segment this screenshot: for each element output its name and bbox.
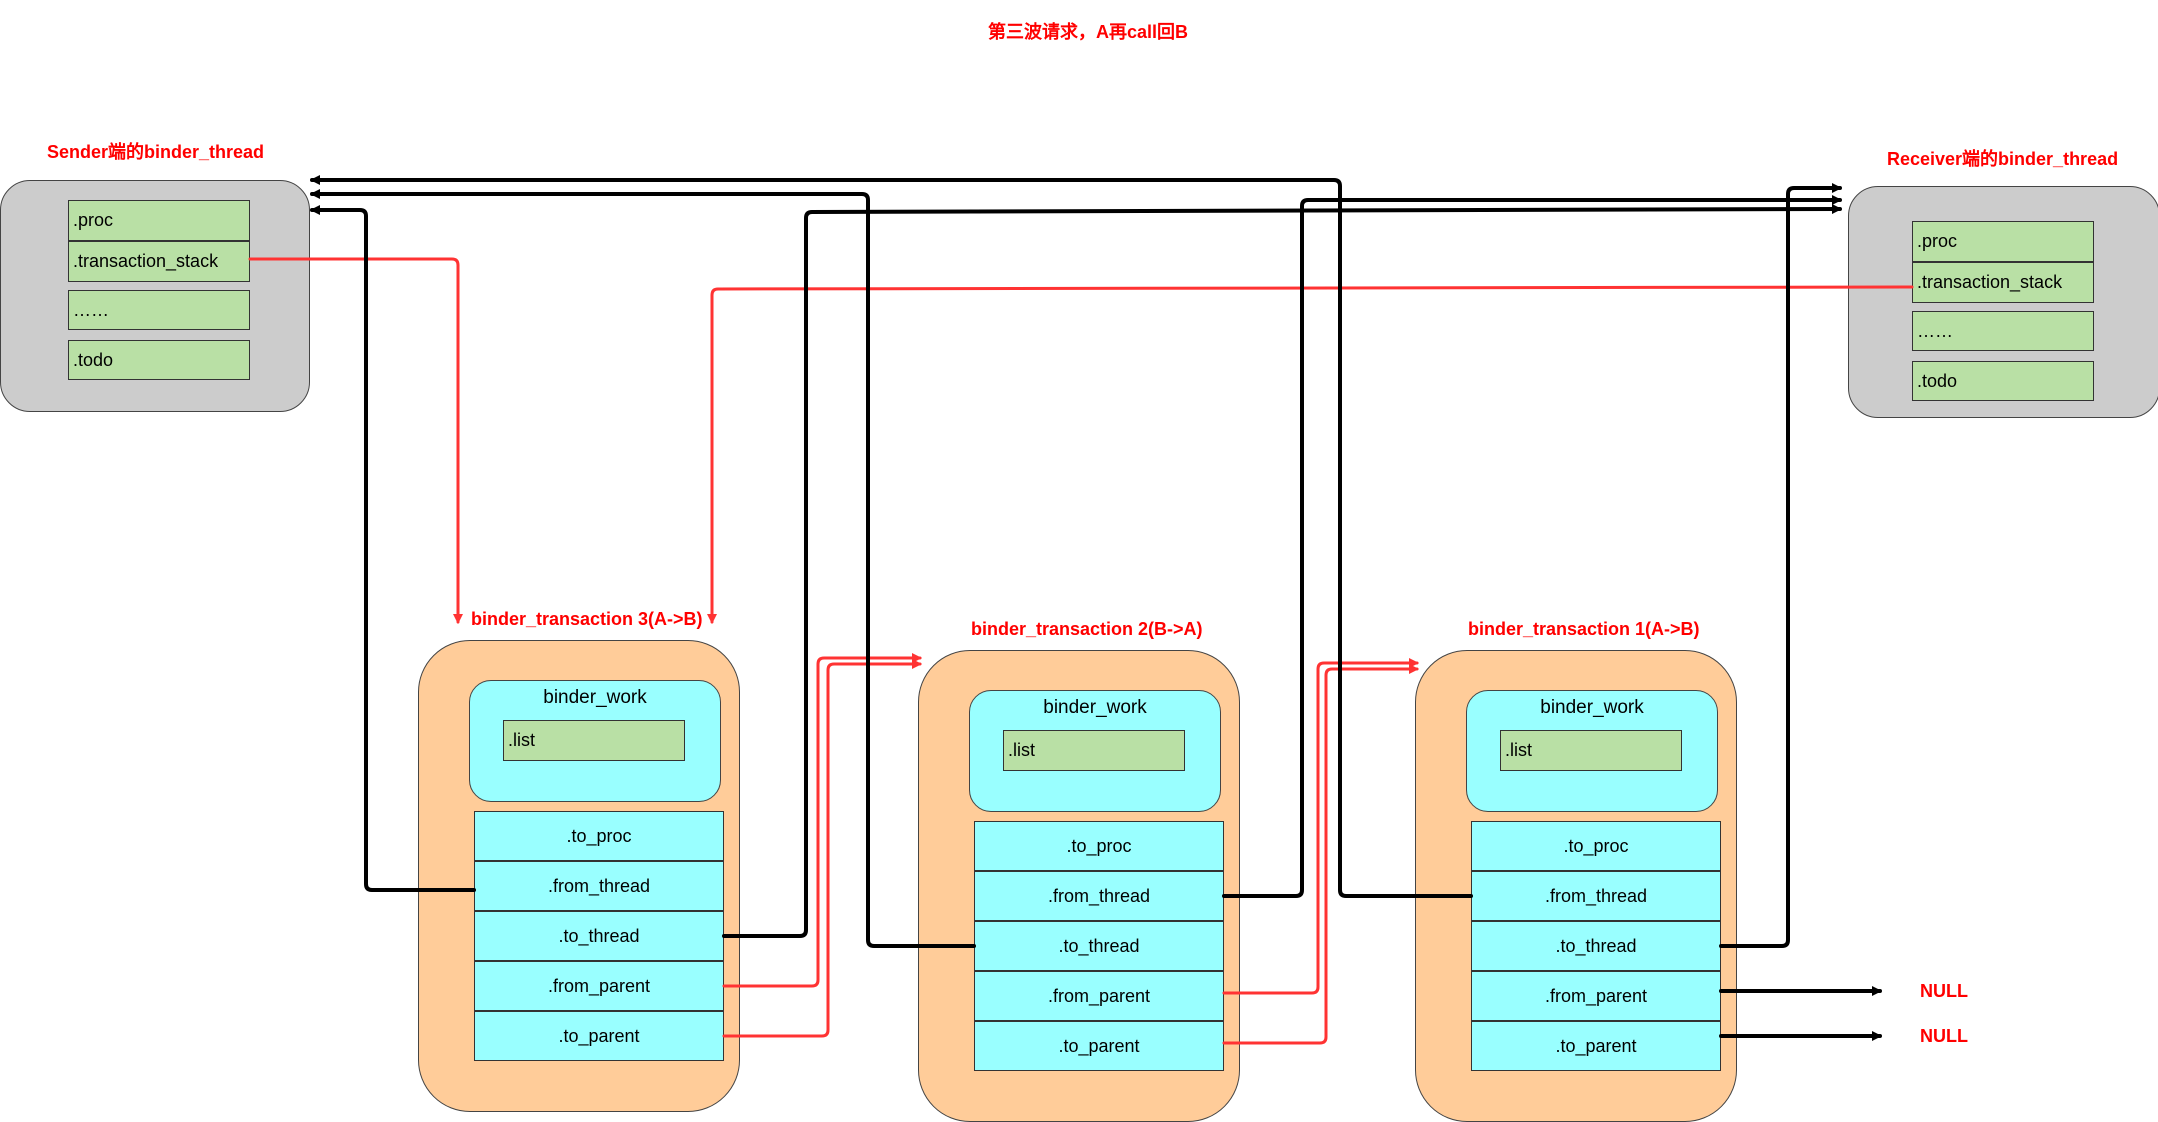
transaction-1-field-from-parent: .from_parent <box>1471 971 1721 1021</box>
sender-field-proc: .proc <box>68 200 250 241</box>
sender-field-todo: .todo <box>68 340 250 380</box>
transaction-1-binder-work-title: binder_work <box>1540 697 1644 718</box>
transaction-2-list-field: .list <box>1003 730 1185 771</box>
transaction-1-list-field: .list <box>1500 730 1682 771</box>
transaction-3-label: binder_transaction 3(A->B) <box>471 609 703 629</box>
transaction-3-field-from-thread: .from_thread <box>474 861 724 911</box>
tx2-to-parent-arrow <box>1222 664 1419 1045</box>
transaction-1-field-from-thread: .from_thread <box>1471 871 1721 921</box>
tx3-from-parent-arrow <box>722 653 922 988</box>
transaction-2-field-from-thread: .from_thread <box>974 871 1224 921</box>
diagram-title: 第三波请求，A再call回B <box>988 22 1189 42</box>
transaction-3-list-field: .list <box>503 720 685 761</box>
receiver-field-todo: .todo <box>1912 361 2094 401</box>
tx3-to-parent-arrow <box>722 659 922 1038</box>
tx3-from-thread-arrow <box>310 205 476 892</box>
transaction-1-field-to-thread: .to_thread <box>1471 921 1721 971</box>
receiver-transaction-stack-arrow <box>707 285 1914 624</box>
transaction-2-field-from-parent: .from_parent <box>974 971 1224 1021</box>
transaction-1-field-to-proc: .to_proc <box>1471 821 1721 871</box>
null-label-from-parent: NULL <box>1920 981 1968 1001</box>
transaction-2-field-to-proc: .to_proc <box>974 821 1224 871</box>
sender-field-ellipsis: …… <box>68 290 250 330</box>
transaction-1-label: binder_transaction 1(A->B) <box>1468 619 1700 639</box>
transaction-3-field-to-proc: .to_proc <box>474 811 724 861</box>
transaction-2-label: binder_transaction 2(B->A) <box>971 619 1203 639</box>
transaction-3-binder-work-title: binder_work <box>543 687 647 708</box>
tx2-to-thread-arrow <box>310 189 976 948</box>
tx3-to-thread-arrow <box>722 204 1842 938</box>
transaction-3-field-from-parent: .from_parent <box>474 961 724 1011</box>
transaction-1-field-to-parent: .to_parent <box>1471 1021 1721 1071</box>
receiver-field-ellipsis: …… <box>1912 311 2094 351</box>
transaction-2-field-to-parent: .to_parent <box>974 1021 1224 1071</box>
transaction-3-field-to-parent: .to_parent <box>474 1011 724 1061</box>
tx1-from-thread-arrow <box>310 175 1473 898</box>
receiver-field-proc: .proc <box>1912 221 2094 262</box>
sender-thread-label: Sender端的binder_thread <box>47 142 265 162</box>
receiver-field-transaction-stack: .transaction_stack <box>1912 262 2094 303</box>
null-label-to-parent: NULL <box>1920 1026 1968 1046</box>
receiver-thread-label: Receiver端的binder_thread <box>1887 149 2119 169</box>
tx2-from-parent-arrow <box>1222 658 1419 995</box>
tx1-to-thread-arrow <box>1719 183 1842 948</box>
transaction-2-binder-work-title: binder_work <box>1043 697 1147 718</box>
tx2-from-thread-arrow <box>1222 195 1842 898</box>
sender-field-transaction-stack: .transaction_stack <box>68 241 250 282</box>
sender-transaction-stack-arrow <box>248 257 463 624</box>
